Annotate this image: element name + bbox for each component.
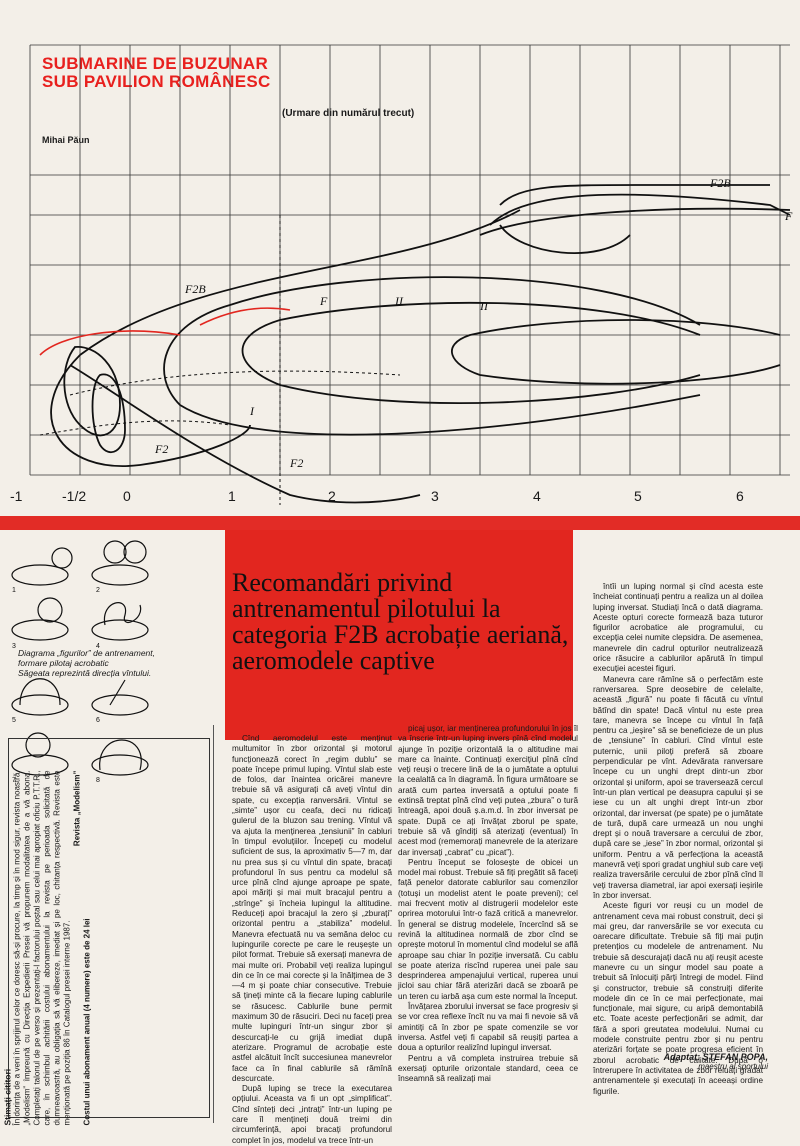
figure-circle-icon [11, 678, 69, 716]
paragraph: După luping se trece la executarea opțiu… [232, 1084, 392, 1145]
caption-line: Diagrama „figurilor” de antrenament, [18, 648, 156, 658]
paragraph: picaj ușor, iar menținerea profundorului… [398, 724, 578, 857]
figures-caption: Diagrama „figurilor” de antrenament, for… [18, 648, 228, 678]
path-label: I [249, 404, 255, 418]
x-axis-label: 5 [634, 488, 642, 504]
red-separator-band [0, 516, 800, 530]
sidebar-frame [8, 738, 210, 1118]
paragraph: Manevra care rămîne să o perfectăm este … [593, 674, 763, 900]
figure-loop-icon [11, 597, 69, 641]
article-column-3: întîi un luping normal și cînd acesta es… [593, 582, 763, 1097]
path-f2b-outer [499, 184, 770, 206]
sidebar-body: În dorința de a veni în sprijinul celor … [12, 770, 72, 1126]
signature-title: maestru al sportului [698, 1062, 768, 1071]
x-axis-label: -1 [10, 488, 23, 504]
main-title-line2: SUB PAVILION ROMÂNESC [42, 72, 271, 91]
title-red-panel [225, 530, 573, 740]
svg-text:6: 6 [96, 717, 100, 724]
article-title: Recomandări privind antrenamentul pilotu… [232, 568, 569, 675]
paragraph: Aceste figuri vor reuși cu un model de a… [593, 901, 763, 1096]
caption-line: Săgeata reprezintă direcția vîntului. [18, 668, 152, 678]
article-column-2: picaj ușor, iar menținerea profundorului… [398, 724, 578, 1084]
caption-line: formare pilotaj acrobatic [18, 658, 109, 668]
author-name: Mihai Păun [42, 135, 90, 145]
article-signature: Adaptat: ȘTEFAN POPA, maestru al sportul… [593, 1052, 768, 1071]
path-label: F2 [154, 442, 168, 456]
paragraph: Învățarea zborului inversat se face prog… [398, 1002, 578, 1053]
svg-text:3: 3 [12, 643, 16, 650]
path-label: F [784, 209, 793, 223]
path-label: II [479, 299, 489, 313]
flight-paths [50, 184, 791, 504]
svg-text:2: 2 [96, 587, 100, 594]
path-f2-outer [479, 207, 791, 236]
sidebar-rotated-text: Stimați cititori În dorința de a veni în… [3, 771, 193, 1126]
path-lower-loop [499, 224, 631, 254]
svg-text:4: 4 [96, 643, 100, 650]
path-loop-small-1 [63, 346, 121, 437]
paragraph: întîi un luping normal și cînd acesta es… [593, 582, 763, 674]
x-axis-label: 2 [328, 488, 336, 504]
paragraph: Cînd aeromodelul este menținut multumito… [232, 734, 392, 1083]
article-column-1: Cînd aeromodelul este menținut multumito… [232, 734, 392, 1146]
path-label: F2B [184, 282, 206, 296]
paragraph: Pentru a vă completa instruirea trebuie … [398, 1053, 578, 1084]
continuation-note: (Urmare din numărul trecut) [282, 108, 415, 119]
figure-eight-icon [91, 540, 149, 586]
path-big-oval-1 [50, 209, 521, 467]
x-axis-label: 3 [431, 488, 439, 504]
path-label: F2 [289, 456, 303, 470]
figure-loop-icon [11, 547, 73, 586]
figure-circle-icon [91, 679, 149, 716]
figure-circle-icon [11, 732, 69, 776]
path-label: F2B [709, 176, 731, 190]
flight-path-diagram: F2B F II II I F2 F2B F F2 [29, 44, 793, 505]
path-big-oval-2 [163, 276, 701, 436]
svg-text:8: 8 [96, 777, 100, 784]
helper-lines [39, 215, 401, 505]
diagram-grid [29, 44, 790, 476]
article-header: SUBMARINE DE BUZUNAR SUB PAVILION ROMÂNE… [42, 55, 342, 91]
paragraph: Pentru început se folosește de obicei un… [398, 857, 578, 1001]
path-lower-swoop [69, 364, 421, 504]
sidebar-signoff: Revista „Modelism” [72, 770, 82, 847]
path-big-oval-3 [241, 301, 701, 405]
sidebar-heading: Stimați cititori [2, 1068, 13, 1126]
sidebar-cost: Costul unui abonament anual (4 numere) e… [82, 918, 92, 1126]
path-f-outer [489, 193, 791, 226]
path-labels: F2B F II II I F2 F2B F F2 [154, 176, 793, 470]
x-axis-label: -1/2 [62, 488, 87, 504]
main-title-line1: SUBMARINE DE BUZUNAR [42, 54, 269, 73]
svg-text:5: 5 [12, 717, 16, 724]
subscription-sidebar: Stimați cititori În dorința de a veni în… [0, 725, 214, 1126]
x-axis-label: 0 [123, 488, 131, 504]
svg-text:1: 1 [12, 587, 16, 594]
svg-text:7: 7 [12, 777, 16, 784]
signature-name: Adaptat: ȘTEFAN POPA, [663, 1052, 768, 1062]
x-axis-label: 4 [533, 488, 541, 504]
x-axis-label: 1 [228, 488, 236, 504]
figure-circle-icon [91, 739, 149, 776]
training-figures-diagram: 1 2 3 4 5 6 7 8 [11, 540, 149, 784]
figure-eight-icon [91, 602, 149, 641]
path-label: F [319, 294, 328, 308]
path-label: II [394, 294, 404, 308]
path-loop-small-2 [91, 373, 126, 454]
red-accents [39, 307, 291, 356]
path-big-oval-4 [451, 319, 781, 385]
x-axis-label: 6 [736, 488, 744, 504]
